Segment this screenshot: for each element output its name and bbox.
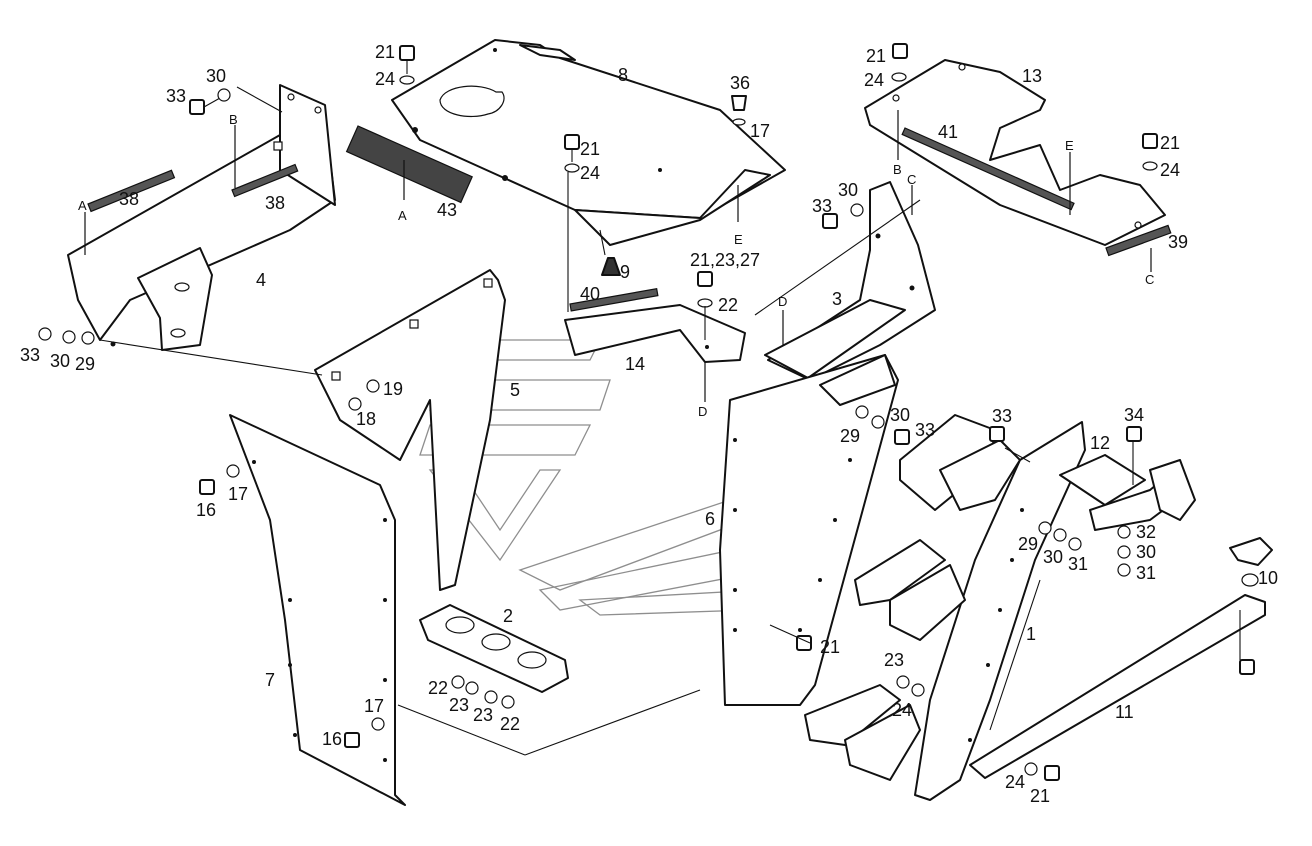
ref-letter-c-2: C — [1145, 272, 1154, 287]
part-7-left-side-panel — [229, 414, 406, 806]
label-33-frame: 33 — [992, 406, 1012, 426]
label-17-top: 17 — [750, 121, 770, 141]
part-6-right-middle-panel — [719, 354, 899, 706]
part-11-strut — [969, 594, 1266, 779]
label-3: 3 — [832, 289, 842, 309]
label-19: 19 — [383, 379, 403, 399]
label-32: 32 — [1136, 522, 1156, 542]
label-4: 4 — [256, 270, 266, 290]
bolt-33-top-left — [189, 99, 205, 115]
label-43: 43 — [437, 200, 457, 220]
ref-letter-b-2: B — [893, 162, 902, 177]
label-33-panel-6: 33 — [915, 420, 935, 440]
ref-letter-d-1: D — [778, 294, 787, 309]
label-29-panel-6: 29 — [840, 426, 860, 446]
label-6: 6 — [705, 509, 715, 529]
label-40: 40 — [580, 284, 600, 304]
label-38-right: 38 — [265, 193, 285, 213]
part-8-top-cover — [391, 39, 786, 246]
label-22-base-right: 22 — [500, 714, 520, 734]
part-12-bracket — [1059, 454, 1196, 531]
label-22-bracket: 22 — [718, 295, 738, 315]
label-14: 14 — [625, 354, 645, 374]
ref-letter-e-1: E — [734, 232, 743, 247]
label-23-base-b: 23 — [473, 705, 493, 725]
label-2: 2 — [503, 606, 513, 626]
part-1-right-frame — [914, 421, 1086, 801]
label-30-top-left: 30 — [206, 66, 226, 86]
label-9: 9 — [620, 262, 630, 282]
label-12: 12 — [1090, 433, 1110, 453]
part-13-top-right-panel — [864, 59, 1172, 257]
label-41: 41 — [938, 122, 958, 142]
label-24-top-right: 24 — [864, 70, 884, 90]
label-21-bottom: 21 — [1030, 786, 1050, 806]
label-16-lower: 16 — [322, 729, 342, 749]
label-30-right-stack: 30 — [1136, 542, 1156, 562]
label-24-bottom: 24 — [1005, 772, 1025, 792]
label-21-23-27: 21,23,27 — [690, 250, 760, 270]
label-18: 18 — [356, 409, 376, 429]
label-21-middle: 21 — [580, 139, 600, 159]
label-31-right-stack: 31 — [1136, 563, 1156, 583]
ref-letter-d-2: D — [698, 404, 707, 419]
label-34: 34 — [1124, 405, 1144, 425]
ref-letter-e-2: E — [1065, 138, 1074, 153]
label-5: 5 — [510, 380, 520, 400]
label-33-top-left: 33 — [166, 86, 186, 106]
label-38-left: 38 — [119, 189, 139, 209]
label-8: 8 — [618, 65, 628, 85]
label-30-frame: 30 — [1043, 547, 1063, 567]
ref-letter-a-2: A — [398, 208, 407, 223]
label-10: 10 — [1258, 568, 1278, 588]
part-3-right-bracket — [764, 181, 936, 381]
ref-letter-b-1: B — [229, 112, 238, 127]
part-5-rear-panel — [314, 269, 506, 591]
part-14-small-bracket — [564, 288, 746, 363]
label-33-left: 33 — [20, 345, 40, 365]
label-24-blocks: 24 — [892, 700, 912, 720]
reference-arrows — [84, 110, 1152, 402]
label-30-bracket-3: 30 — [838, 180, 858, 200]
label-22-base-left: 22 — [428, 678, 448, 698]
label-17-lower: 17 — [364, 696, 384, 716]
label-36: 36 — [730, 73, 750, 93]
label-30-left: 30 — [50, 351, 70, 371]
label-24-right: 24 — [1160, 160, 1180, 180]
label-7: 7 — [265, 670, 275, 690]
label-24-top: 24 — [375, 69, 395, 89]
part-4-left-panel — [67, 84, 336, 351]
ref-letter-a-1: A — [78, 198, 87, 213]
label-24-middle: 24 — [580, 163, 600, 183]
label-1: 1 — [1026, 624, 1036, 644]
label-13: 13 — [1022, 66, 1042, 86]
label-29-left: 29 — [75, 354, 95, 374]
label-31-frame: 31 — [1068, 554, 1088, 574]
label-11: 11 — [1115, 702, 1134, 722]
part-9-grommet — [601, 257, 621, 276]
label-16-upper: 16 — [196, 500, 216, 520]
label-21-top: 21 — [375, 42, 395, 62]
part-10-knob — [1229, 537, 1273, 566]
leader-lines — [99, 86, 1241, 756]
label-23-blocks: 23 — [884, 650, 904, 670]
part-2-base-plate — [419, 604, 569, 693]
label-23-base-a: 23 — [449, 695, 469, 715]
label-21-panel-6: 21 — [820, 637, 840, 657]
label-21-right: 21 — [1160, 133, 1180, 153]
label-33-bracket-3: 33 — [812, 196, 832, 216]
label-21-top-right: 21 — [866, 46, 886, 66]
ref-letter-c-1: C — [907, 172, 916, 187]
label-39: 39 — [1168, 232, 1188, 252]
fasteners — [38, 43, 1259, 781]
label-17-upper: 17 — [228, 484, 248, 504]
rubber-blocks — [804, 414, 1021, 781]
label-29-frame: 29 — [1018, 534, 1038, 554]
label-30-panel-6: 30 — [890, 405, 910, 425]
